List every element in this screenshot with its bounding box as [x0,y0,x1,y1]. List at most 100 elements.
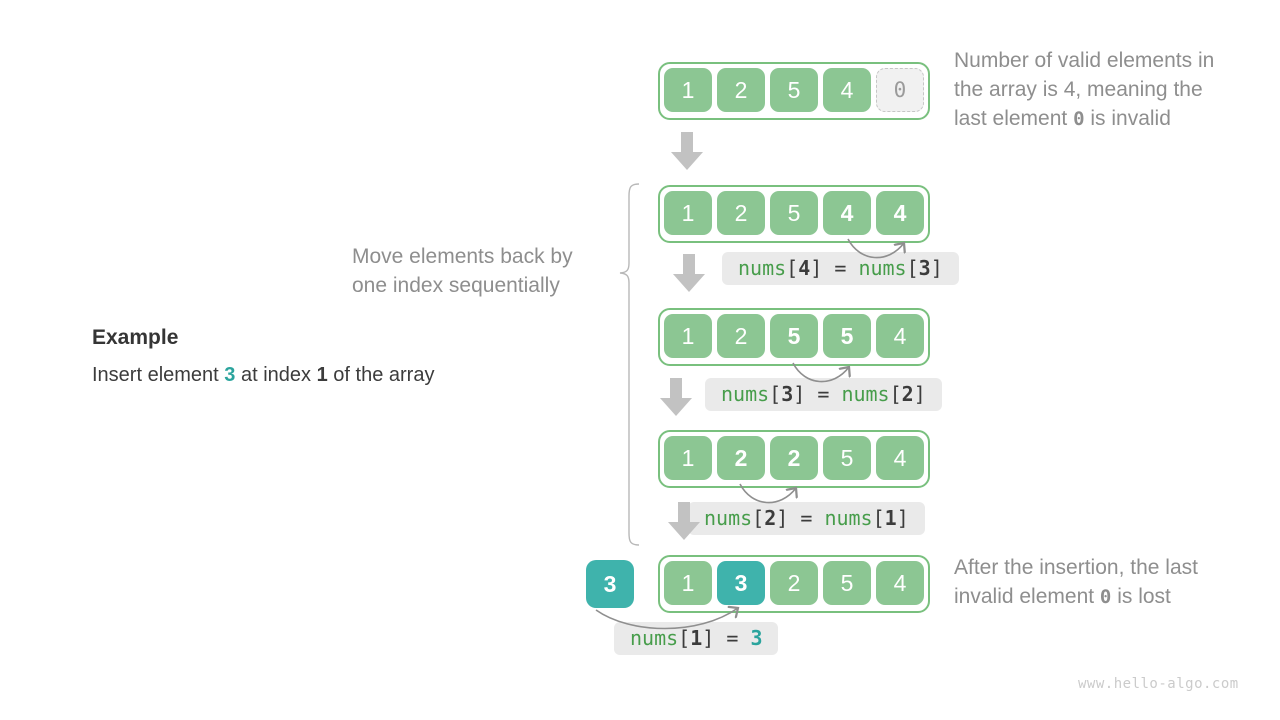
array-cell-moved: 5 [770,314,818,358]
text-part: nums [841,382,890,406]
text-part: 0 [1099,586,1112,608]
text-part: 3 [918,256,931,280]
text-part: nums [704,506,753,530]
text-part: at index [235,364,317,386]
copy-curve-arrow-icon [847,238,914,259]
copy-curve-arrow-icon [739,483,806,504]
text-part: [ [906,256,919,280]
note-line: the array is 4, meaning the [954,75,1214,104]
text-part: nums [630,626,679,650]
text-part: 3 [224,364,236,386]
array-cell: 1 [664,314,712,358]
example-description: Insert element 3 at index 1 of the array [92,364,434,387]
array-final: 1 3 2 5 4 [658,555,930,613]
text-part: nums [738,256,787,280]
code-label-step-1: nums[4] = nums[3] [722,252,959,285]
array-cell-moved: 4 [876,191,924,235]
down-arrow-icon [671,132,703,170]
array-cell: 1 [664,191,712,235]
text-part: [ [769,382,782,406]
inserted-element: 3 [586,560,634,608]
move-note: Move elements back by one index sequenti… [352,242,573,300]
text-part: of the array [327,364,435,386]
text-part: is lost [1111,585,1171,608]
text-part: 0 [1073,108,1085,130]
text-part: 1 [316,364,328,386]
text-part: 1 [690,626,703,650]
code-label-step-3: nums[2] = nums[1] [688,502,925,535]
text-part: 3 [781,382,794,406]
text-part: nums [824,506,873,530]
note-line: After the insertion, the last [954,553,1198,582]
array-cell: 5 [823,561,871,605]
down-arrow-icon [673,254,705,292]
array-cell-moved: 2 [770,436,818,480]
array-cell: 5 [823,436,871,480]
array-cell-moved: 4 [823,191,871,235]
example-heading: Example [92,326,179,349]
copy-curve-arrow-icon [792,362,859,383]
text-part: ] [810,256,823,280]
array-cell-inserted: 3 [717,561,765,605]
move-note-line-2: one index sequentially [352,274,560,297]
text-part: = [788,506,825,530]
text-part: nums [858,256,907,280]
array-cell: 2 [717,68,765,112]
array-cell-moved: 5 [823,314,871,358]
down-arrow-icon [668,502,700,540]
text-part: = [805,382,842,406]
text-part: last element [954,107,1074,130]
text-part: Number of valid elements in [954,49,1215,72]
text-part: Insert element [92,364,225,386]
text-part: 2 [901,382,914,406]
array-cell: 4 [876,561,924,605]
text-part: ] [793,382,806,406]
move-note-line-1: Move elements back by [352,245,573,268]
note-line: last element 0 is invalid [954,104,1214,134]
text-part: = [714,626,751,650]
array-step-2: 1 2 5 5 4 [658,308,930,366]
array-cell-invalid: 0 [876,68,924,112]
array-initial: 1 2 5 4 0 [658,62,930,120]
array-cell: 2 [770,561,818,605]
text-part: ] [776,506,789,530]
text-part: 4 [798,256,811,280]
array-cell: 4 [876,314,924,358]
code-label-step-2: nums[3] = nums[2] [705,378,942,411]
note-line: invalid element 0 is lost [954,582,1198,612]
array-cell-moved: 2 [717,436,765,480]
text-part: nums [721,382,770,406]
array-cell: 4 [823,68,871,112]
text-part: After the insertion, the last [954,556,1198,579]
array-cell: 5 [770,68,818,112]
array-cell: 1 [664,561,712,605]
insert-curve-arrow-icon [595,600,750,630]
array-step-3: 1 2 2 5 4 [658,430,930,488]
watermark: www.hello-algo.com [1078,676,1239,692]
array-cell: 5 [770,191,818,235]
text-part: = [822,256,859,280]
down-arrow-icon [660,378,692,416]
array-cell: 4 [876,436,924,480]
text-part: ] [702,626,715,650]
text-part: the array is 4, meaning the [954,78,1203,101]
text-part: is invalid [1084,107,1171,130]
text-part: [ [752,506,765,530]
text-part: 1 [884,506,897,530]
array-step-1: 1 2 5 4 4 [658,185,930,243]
text-part: [ [678,626,691,650]
array-cell: 2 [717,314,765,358]
text-part: 2 [764,506,777,530]
grouping-brace-icon [619,183,640,546]
array-cell: 2 [717,191,765,235]
text-part: invalid element [954,585,1100,608]
text-part: [ [889,382,902,406]
text-part: ] [896,506,909,530]
text-part: ] [913,382,926,406]
array-cell: 1 [664,436,712,480]
text-part: [ [872,506,885,530]
text-part: 3 [750,626,763,650]
text-part: [ [786,256,799,280]
note-line: Number of valid elements in [954,46,1214,75]
